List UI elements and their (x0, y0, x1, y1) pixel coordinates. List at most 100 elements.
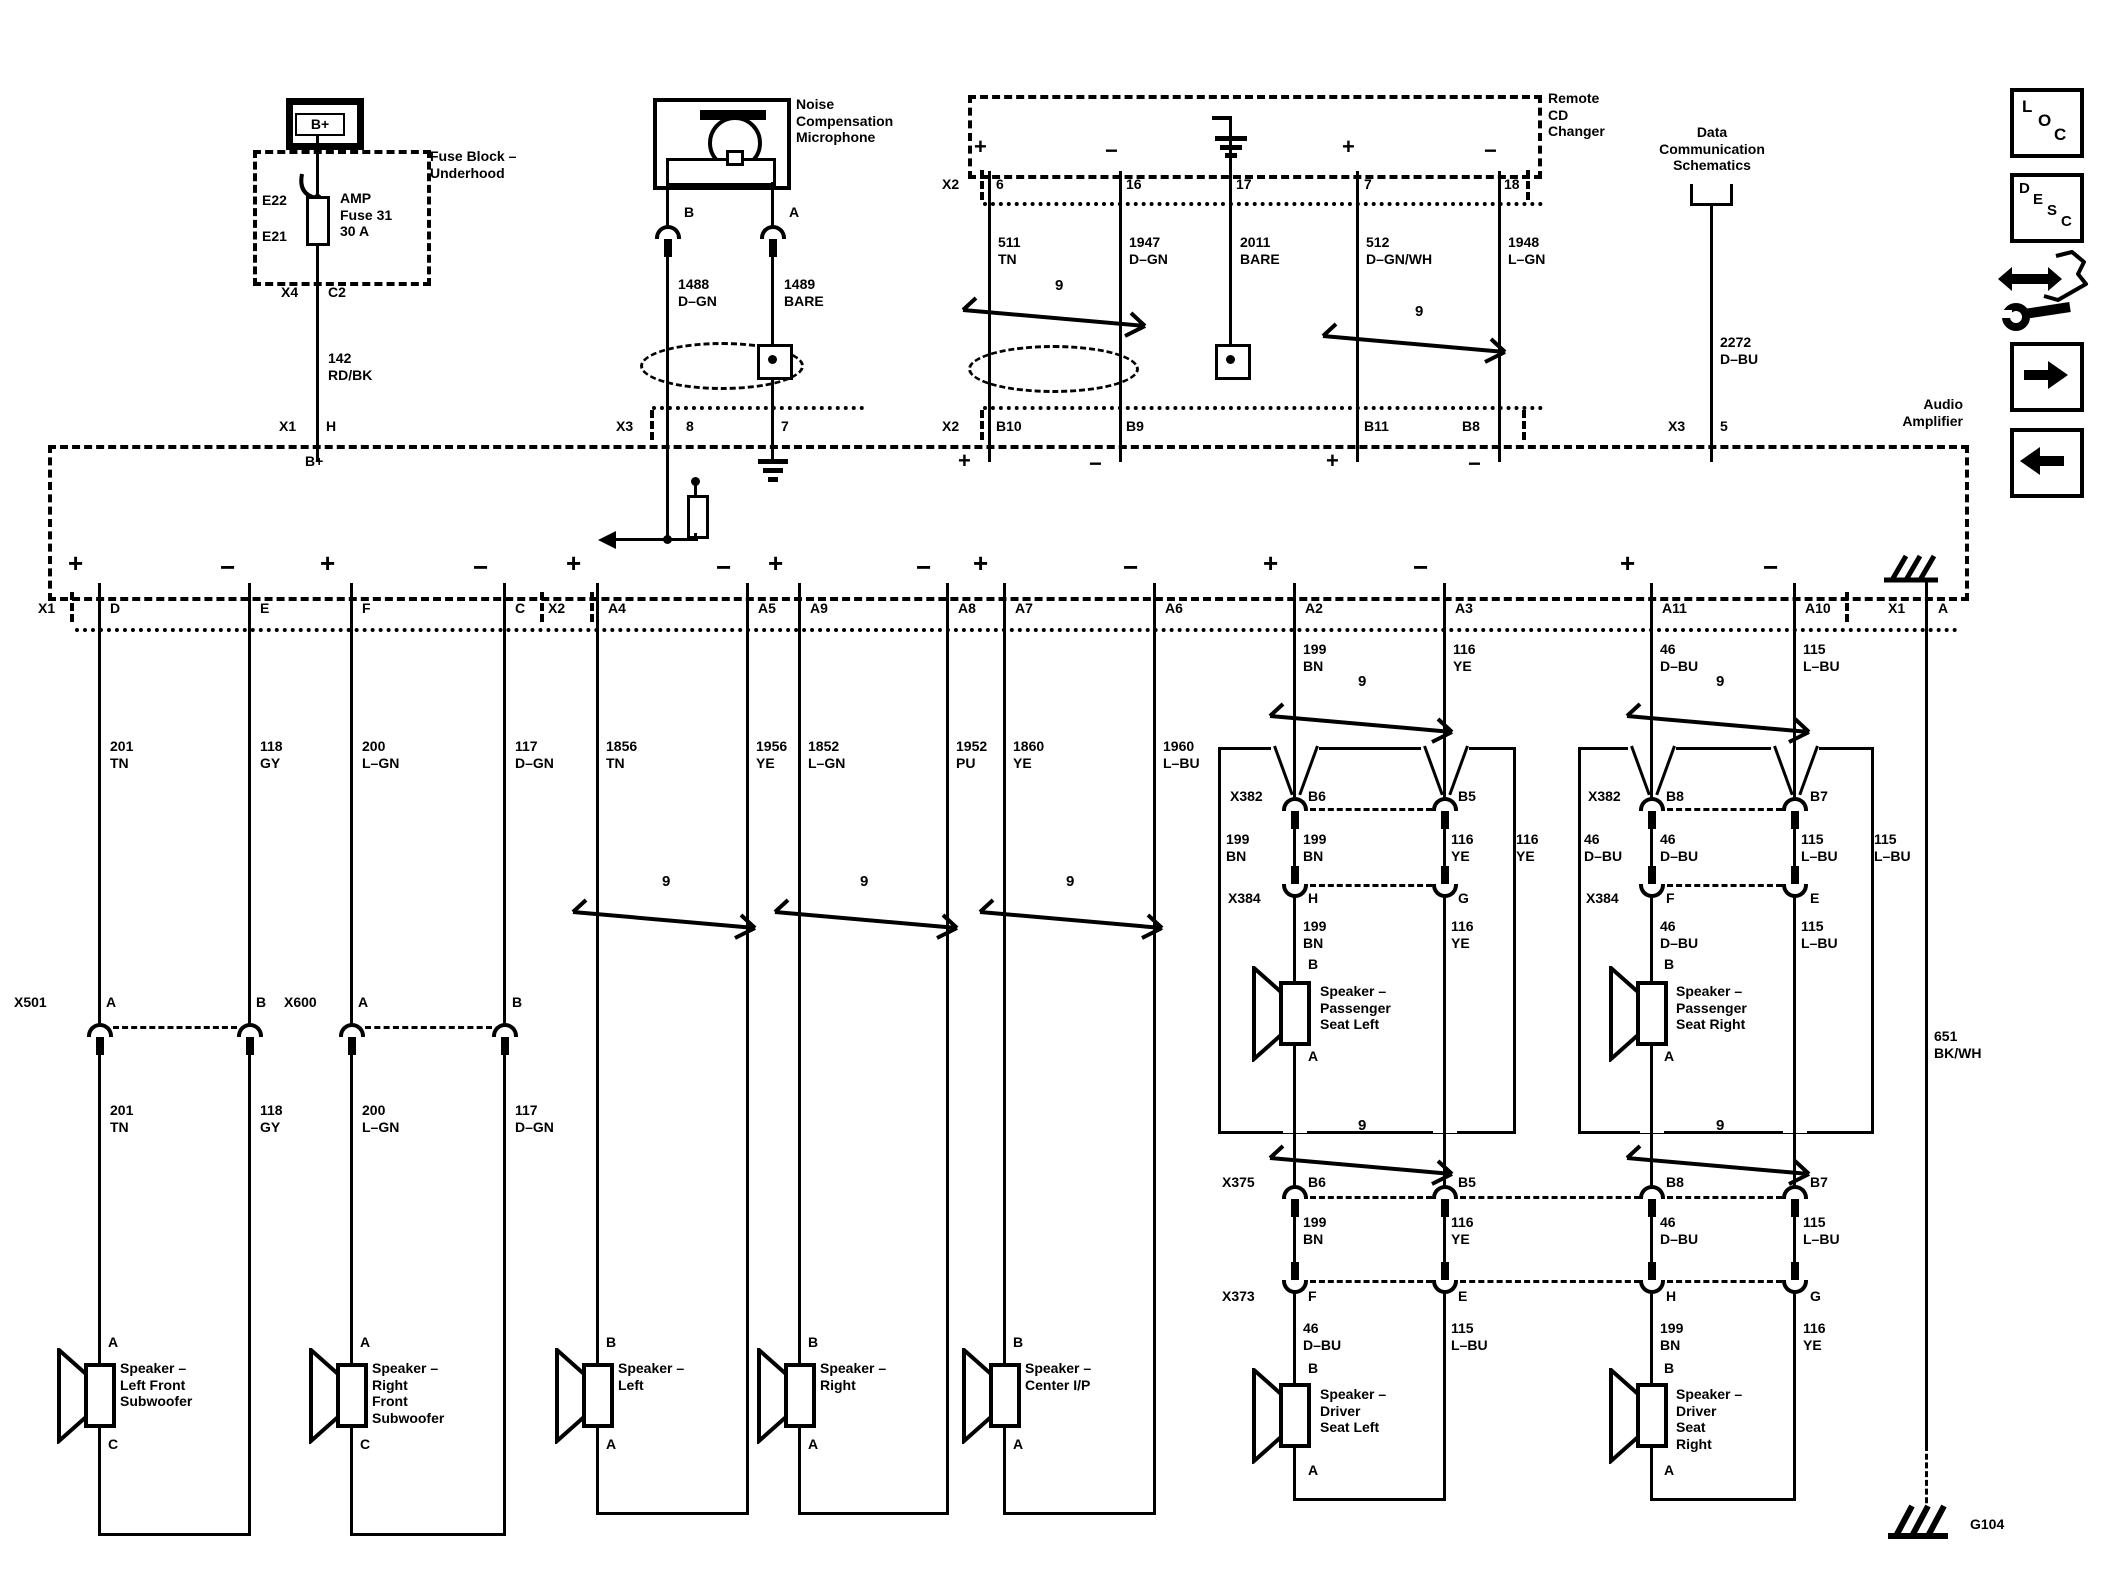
amp-pin-d: D (110, 600, 121, 616)
conn-pin-f: F (1308, 1288, 1317, 1304)
amp-bplus: B+ (305, 453, 324, 469)
cd-sign: + (974, 134, 987, 159)
cd-changer-title: Remote CD Changer (1548, 90, 1605, 140)
amp-pin-a11: A11 (1662, 600, 1687, 616)
amp-pin-b10: B10 (996, 418, 1022, 434)
wire-label-46: 46 D–BU (1660, 641, 1699, 674)
desc-button[interactable]: D E S C (2010, 173, 2084, 243)
cd-sign: − (1105, 138, 1118, 163)
pin-sign: − (716, 552, 732, 582)
loc-button[interactable]: L O C (2010, 88, 2084, 158)
speaker-pin-a: A (1664, 1048, 1675, 1064)
connector-cup (1432, 1185, 1458, 1199)
speaker-label: Speaker – Center I/P (1025, 1360, 1092, 1393)
back-button[interactable] (2010, 428, 2084, 498)
pin-sign: − (1763, 552, 1779, 582)
forward-button[interactable] (2010, 342, 2084, 412)
conn-divider (590, 592, 594, 622)
wire-label-115: 115 L–BU (1874, 831, 1911, 864)
connector-cup (1782, 1280, 1808, 1294)
conn-link (1310, 1280, 1432, 1283)
conn-pin-b7: B7 (1810, 788, 1828, 804)
wire-117 (503, 583, 506, 1536)
speaker-pin-a: A (1308, 1462, 1319, 1478)
fuse-block-box (253, 150, 431, 286)
connector-pin (1441, 866, 1449, 884)
wire-label-511: 511 TN (998, 234, 1021, 267)
connector-pin (1441, 1199, 1449, 1217)
cd-ground-hook (1212, 116, 1232, 120)
wire-label-1860: 1860 YE (1013, 738, 1045, 771)
conn-pin-b6: B6 (1308, 1174, 1326, 1190)
pin-sign: + (1620, 548, 1636, 578)
connector-cup (1282, 797, 1308, 811)
wire-label-2011: 2011 BARE (1240, 234, 1280, 267)
wire-label-1489: 1489 BARE (784, 276, 824, 309)
left-arrow-icon (2040, 456, 2064, 466)
wire-label-46: 46 D–BU (1584, 831, 1623, 864)
fuse-icon (306, 196, 330, 246)
shield-dot (768, 355, 777, 364)
conn-link (1310, 884, 1432, 887)
conn-pin-h: H (1308, 890, 1319, 906)
pin-sign: + (566, 548, 582, 578)
wire-201 (98, 583, 101, 1536)
speaker-label: Speaker – Right (820, 1360, 887, 1393)
connector-cup (1639, 884, 1665, 898)
junction-dot (663, 535, 672, 544)
twisted-pair-icon (961, 296, 1147, 338)
wire-label-199: 199 BN (1303, 918, 1327, 951)
conn-pin-b8: B8 (1666, 788, 1684, 804)
resistor-icon (687, 495, 709, 539)
amp-conn-x1-bottom-right: X1 (1888, 600, 1906, 616)
wire-1852 (798, 583, 801, 1515)
speaker-pin: A (808, 1436, 819, 1452)
conn-divider (1522, 410, 1526, 440)
conn-link (1310, 808, 1432, 811)
twist-label: 9 (1066, 873, 1075, 890)
speaker-pin: A (1013, 1436, 1024, 1452)
connector-pin (1648, 1262, 1656, 1280)
speaker-pin: A (360, 1334, 371, 1350)
connector-cup (760, 225, 786, 239)
speaker-icon (555, 1348, 614, 1444)
connector-pin (1441, 1262, 1449, 1280)
connector-cup (1432, 1280, 1458, 1294)
conn-pin-b5: B5 (1458, 1174, 1476, 1190)
connector-cup (87, 1023, 113, 1037)
fuse-pin-e22: E22 (262, 192, 287, 208)
speaker-pin-b: B (1664, 1360, 1675, 1376)
speaker-label: Speaker – Left (618, 1360, 685, 1393)
amp-pin-b8: B8 (1462, 418, 1480, 434)
conn-pin-h: H (1666, 1288, 1677, 1304)
connector-pin (1791, 1199, 1799, 1217)
wire-label-200: 200 L–GN (362, 1102, 400, 1135)
wire-label-116: 116 YE (1516, 831, 1539, 864)
battery-box: B+ (286, 98, 364, 150)
speaker-pin-a: A (1664, 1462, 1675, 1478)
wire-116 (1443, 583, 1446, 1501)
wire-loop (98, 1533, 251, 1536)
twisted-pair-icon (773, 898, 959, 940)
conn-pin-b8: B8 (1666, 1174, 1684, 1190)
speaker-label: Speaker – Driver Seat Right (1676, 1386, 1743, 1452)
connector-cup (1782, 1185, 1808, 1199)
connector-cup (1282, 1185, 1308, 1199)
audio-amplifier-box (48, 445, 1969, 601)
conn-divider (1526, 170, 1530, 200)
speaker-pin-a: A (1308, 1048, 1319, 1064)
loc-letter: C (2054, 125, 2067, 144)
cd-pin-7: 7 (1364, 176, 1372, 192)
conn-pin-b5: B5 (1458, 788, 1476, 804)
conn-x3: X3 (616, 418, 634, 434)
amp-pin-a7: A7 (1015, 600, 1033, 616)
repair-tool-button[interactable] (1996, 250, 2090, 334)
twisted-pair-icon (1268, 702, 1454, 744)
wire-1956 (746, 583, 749, 1515)
desc-letter: D (2019, 180, 2030, 197)
datacomm-bracket (1730, 184, 1733, 206)
cd-sign: + (1342, 134, 1355, 159)
conn-pin-g: G (1810, 1288, 1821, 1304)
wire-512 (1356, 171, 1359, 462)
